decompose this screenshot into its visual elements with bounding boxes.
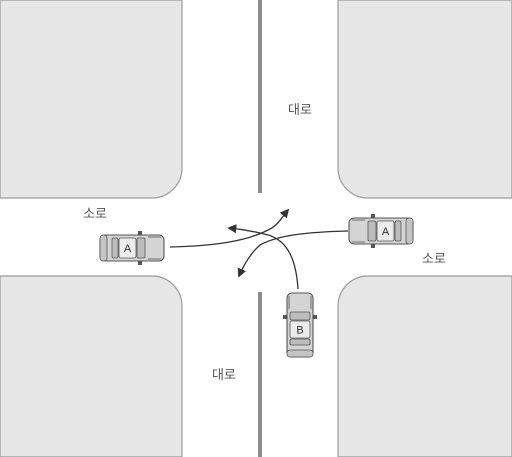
side-road-label-west: 소로 bbox=[83, 207, 107, 222]
center-line-north bbox=[258, 0, 262, 193]
vehicle-letter: A bbox=[382, 226, 390, 238]
block-bottom-right bbox=[337, 275, 512, 457]
vehicle-letter: A bbox=[124, 243, 132, 255]
center-line-south bbox=[258, 292, 262, 457]
path-south-car bbox=[227, 224, 299, 290]
main-road-label-south: 대로 bbox=[212, 368, 236, 383]
vehicle-west-car: A bbox=[99, 231, 165, 265]
path-east-car bbox=[237, 230, 349, 278]
path-west-car bbox=[169, 208, 290, 248]
vehicle-letter: B bbox=[296, 325, 303, 337]
block-top-left bbox=[0, 0, 183, 199]
main-road-label-north: 대로 bbox=[288, 103, 312, 118]
side-road-label-east: 소로 bbox=[422, 252, 446, 267]
vehicle-east-car: A bbox=[348, 214, 414, 248]
vehicle-south-car: B bbox=[283, 292, 317, 358]
block-top-right bbox=[337, 0, 512, 199]
block-bottom-left bbox=[0, 275, 183, 457]
